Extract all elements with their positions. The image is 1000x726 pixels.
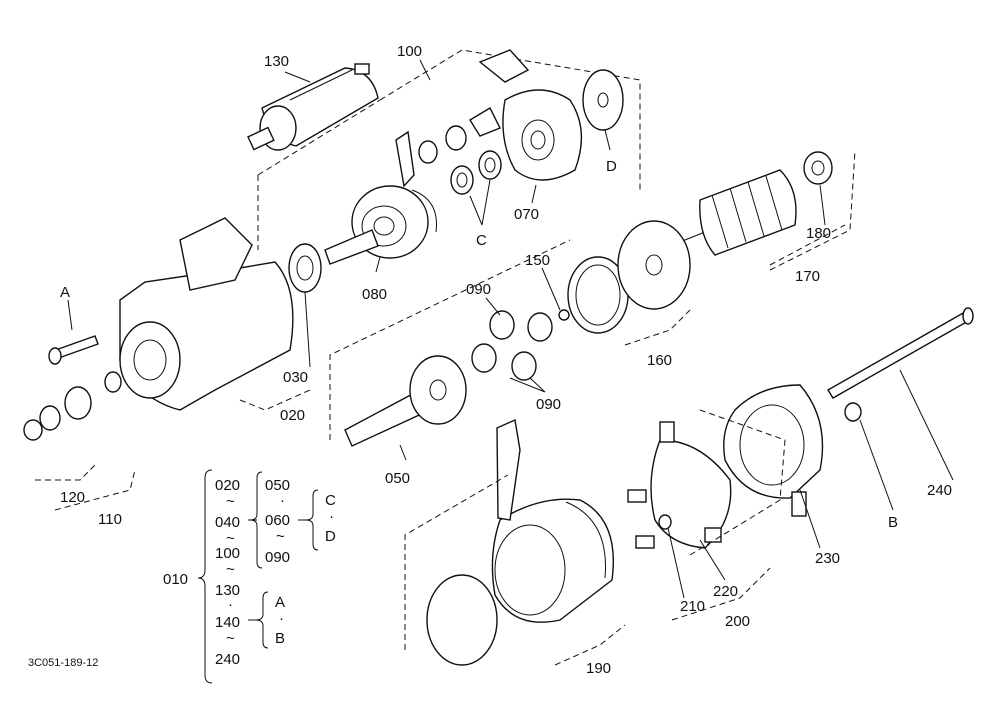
tree-mid-1: · [280, 492, 285, 509]
front-housing-020-drawing [119, 217, 322, 411]
label-070: 070 [514, 206, 539, 223]
label-b: B [888, 514, 898, 531]
armature-170-drawing [679, 149, 856, 271]
tree-mid-0: 050 [265, 477, 290, 494]
tree-cd-0: C [325, 492, 336, 509]
label-170: 170 [795, 268, 820, 285]
label-230: 230 [815, 550, 840, 567]
tree-left-9: ~ [226, 630, 235, 647]
label-030: 030 [283, 369, 308, 386]
tree-ab-0: A [275, 594, 285, 611]
kit-frame-100 [257, 49, 641, 250]
label-220: 220 [713, 583, 738, 600]
label-190: 190 [586, 660, 611, 677]
springs-washers-drawing [418, 49, 530, 195]
tree-left-4: 100 [215, 545, 240, 562]
label-090-bottom: 090 [536, 396, 561, 413]
label-a: A [60, 284, 70, 301]
solenoid-130-drawing [247, 63, 379, 151]
yoke-190-drawing [404, 418, 614, 666]
label-180: 180 [806, 225, 831, 242]
label-090-top: 090 [466, 281, 491, 298]
washer-d-drawing [582, 69, 624, 131]
tree-left-3: ~ [226, 530, 235, 547]
rear-cover-230-drawing [723, 384, 824, 517]
washer-d-hole [597, 92, 609, 108]
tree-left-6: 130 [215, 582, 240, 599]
label-d: D [606, 158, 617, 175]
document-code: 3C051-189-12 [28, 657, 98, 669]
tree-mid-4: 090 [265, 549, 290, 566]
label-240: 240 [927, 482, 952, 499]
tree-left-0: 020 [215, 477, 240, 494]
label-080: 080 [362, 286, 387, 303]
tree-mid-2: 060 [265, 512, 290, 529]
tree-left-2: 040 [215, 514, 240, 531]
tree-ab-1: · [279, 610, 284, 627]
front-small-parts-drawing [23, 335, 122, 441]
tree-mid-3: ~ [276, 528, 285, 545]
tree-left-10: 240 [215, 651, 240, 668]
tree-left-7: · [228, 596, 233, 613]
part-number-tree: 010 020 ~ 040 ~ 100 ~ 130 · 140 ~ 240 05… [163, 469, 336, 684]
through-bolt-240-drawing [827, 307, 974, 422]
tree-cd-2: D [325, 528, 336, 545]
leader-lines [67, 59, 954, 599]
yoke-ring-160-drawing [567, 220, 691, 334]
tree-left-8: 140 [215, 614, 240, 631]
tree-left-1: ~ [226, 493, 235, 510]
tree-cd-1: · [329, 508, 334, 525]
label-150: 150 [525, 252, 550, 269]
housing-070-drawing [502, 89, 583, 181]
drive-lever-080-drawing [324, 130, 437, 265]
brush-holder-200-drawing [627, 409, 786, 556]
tree-left-5: ~ [226, 561, 235, 578]
label-020: 020 [280, 407, 305, 424]
label-130: 130 [264, 53, 289, 70]
tree-ab-2: B [275, 630, 285, 647]
label-200: 200 [725, 613, 750, 630]
label-050: 050 [385, 470, 410, 487]
planetary-gears-050-090-drawing [329, 239, 571, 447]
label-160: 160 [647, 352, 672, 369]
grouping-brackets [35, 224, 846, 666]
label-c: C [476, 232, 487, 249]
label-120: 120 [60, 489, 85, 506]
label-100: 100 [397, 43, 422, 60]
label-210: 210 [680, 598, 705, 615]
tree-root: 010 [163, 571, 188, 588]
label-110: 110 [98, 511, 122, 528]
